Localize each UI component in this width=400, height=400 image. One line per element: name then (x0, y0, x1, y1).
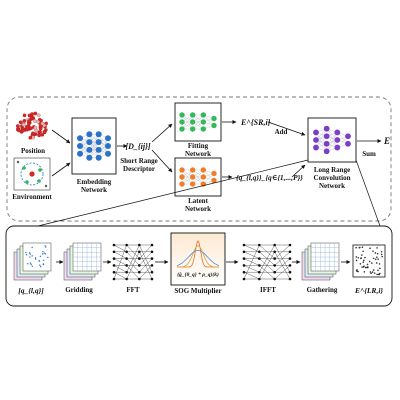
arrow-esr-to-lrc (267, 121, 306, 136)
sog-multiplier-label: SOG Multiplier (174, 287, 221, 295)
embedding-network-nodes (77, 131, 111, 161)
lrc-label-line3: Network (319, 182, 345, 190)
fitting-network-label-line1: Fitting (188, 142, 209, 150)
elr-output-points (355, 246, 383, 276)
zoom-line-right (355, 159, 381, 227)
environment-label: Environment (12, 193, 52, 201)
arrow-descriptor-to-latent (151, 149, 173, 173)
arrow-position-to-embedding (51, 129, 71, 144)
elr-energy-symbol: E^{LR,i} (354, 286, 383, 295)
gridded-stack (63, 242, 102, 281)
ifft-label: IFFT (260, 286, 276, 294)
q-grid-stack (13, 242, 52, 281)
descriptor-label-line1: Short Range (120, 157, 158, 165)
lrc-label-line2: Convolution (314, 174, 351, 182)
latent-network-label-line1: Latent (188, 197, 209, 205)
arrow-descriptor-to-fitting (151, 123, 173, 143)
fitting-network-nodes (179, 112, 217, 132)
embedding-network-label-line2: Network (81, 186, 107, 194)
sum-label: Sum (362, 150, 376, 158)
gridding-label: Gridding (65, 286, 93, 294)
gathering-stack (301, 242, 340, 281)
add-label: Add (275, 128, 288, 136)
arrow-environment-to-embedding (51, 162, 71, 177)
latent-network-nodes (179, 167, 217, 187)
fft-label: FFT (126, 286, 140, 294)
top-panel-frame (6, 96, 392, 222)
position-label: Position (21, 147, 45, 155)
embedding-network-label-line1: Embedding (77, 178, 112, 186)
long-range-convolution-network-nodes (313, 125, 351, 155)
environment-image (13, 157, 51, 191)
q-grid-symbol: [q_{l,q}] (18, 286, 44, 295)
esr-energy-symbol: E^{SR,i} (240, 118, 271, 127)
zoom-line-left (37, 159, 309, 227)
descriptor-label-line2: Descriptor (123, 165, 155, 173)
sog-formula: (ĝ_{θ_q} * ρ_q)(k) (177, 271, 219, 278)
latent-output-symbol: {q_{l,q}}_{q∈{1,...,P}} (236, 173, 303, 182)
ifft-butterfly (242, 243, 292, 281)
sog-curves (176, 240, 220, 268)
latent-network-label-line2: Network (185, 205, 211, 213)
lrc-label-line1: Long Range (314, 166, 350, 174)
fitting-network-label-line2: Network (185, 150, 211, 158)
fft-butterfly (112, 243, 154, 281)
arrow-q-to-lrc (291, 164, 306, 178)
descriptor-symbol: [D_{ij}] (125, 142, 150, 151)
gathering-label: Gathering (307, 286, 338, 294)
position-molecule-image (15, 111, 48, 140)
total-energy-symbol: E (383, 136, 390, 146)
bottom-panel-frame (5, 225, 393, 307)
